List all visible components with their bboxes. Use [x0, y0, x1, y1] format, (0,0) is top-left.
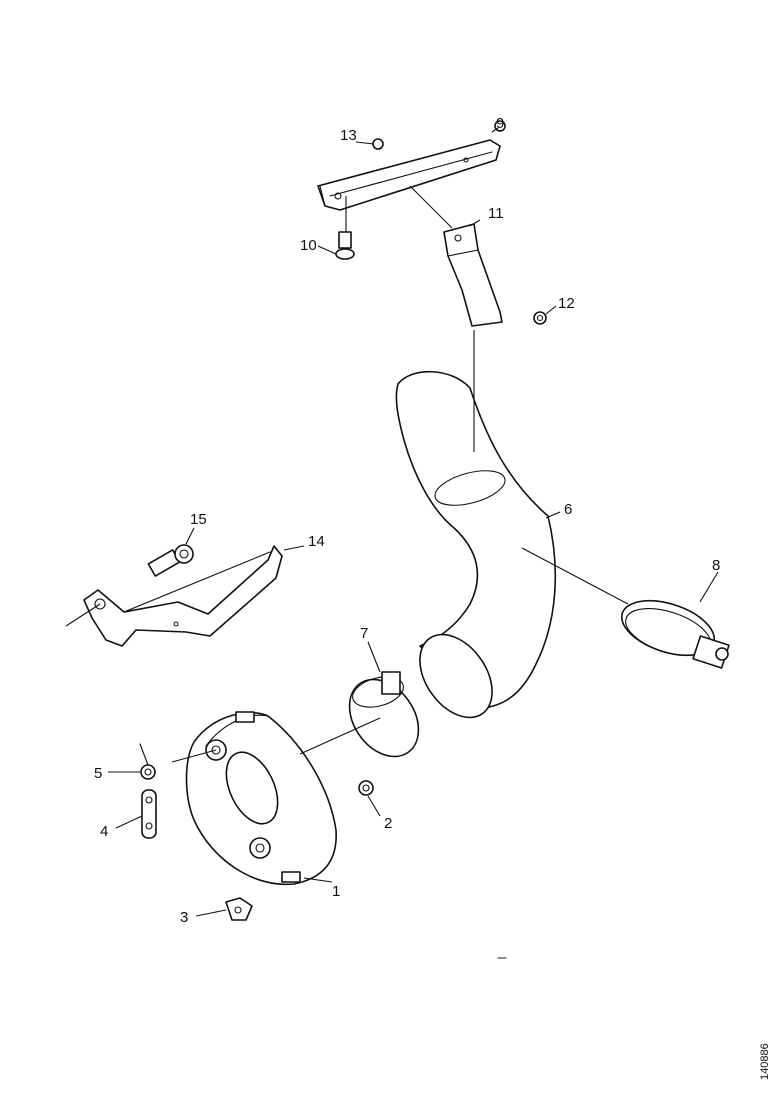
callout-8: 8 — [712, 557, 720, 574]
callout-2: 2 — [384, 815, 392, 832]
callout-5: 5 — [94, 765, 102, 782]
exhaust-pipe — [395, 370, 557, 719]
callout-3: 3 — [180, 909, 188, 926]
support-bar — [317, 139, 501, 211]
callout-7: 7 — [360, 625, 368, 642]
callout-12: 12 — [558, 295, 575, 312]
callout-14: 14 — [308, 533, 325, 550]
hanger-strap — [443, 223, 503, 327]
nut-5 — [139, 743, 156, 780]
silencer — [185, 711, 337, 886]
nut-2 — [358, 780, 374, 796]
callout-9: 9 — [496, 115, 504, 132]
bracket-4 — [141, 789, 157, 839]
bracket-3 — [225, 897, 253, 921]
rear-bracket — [83, 545, 283, 647]
clamp-7 — [348, 671, 420, 758]
bolt-12 — [533, 311, 547, 325]
bolt-15 — [147, 544, 194, 577]
callout-15: 15 — [190, 511, 207, 528]
clamp-8 — [620, 599, 730, 669]
callout-11: 11 — [488, 205, 504, 222]
callout-1: 1 — [332, 883, 340, 900]
bolt-10 — [335, 231, 355, 260]
reference-code: 140886 — [759, 1043, 771, 1080]
nut-13 — [372, 138, 384, 150]
leader-lines — [65, 127, 719, 917]
callout-10: 10 — [300, 237, 317, 254]
callout-6: 6 — [564, 501, 572, 518]
callouts: 1 2 3 4 5 6 7 8 9 10 11 12 13 14 15 — [94, 115, 720, 926]
callout-4: 4 — [100, 823, 108, 840]
callout-13: 13 — [340, 127, 357, 144]
